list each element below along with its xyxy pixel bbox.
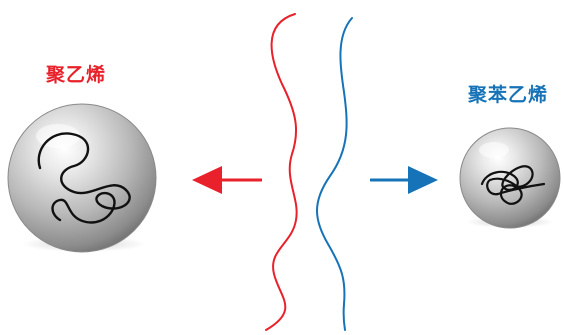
polystyrene-chain (480, 165, 546, 205)
red-wavy-line (265, 13, 298, 331)
right-arrow (370, 166, 438, 194)
blue-wavy-line (316, 17, 353, 331)
polyethylene-chain (37, 132, 131, 224)
polyethylene-sphere (7, 103, 157, 253)
polystyrene-sphere (459, 127, 561, 229)
polystyrene-label: 聚苯乙烯 (468, 84, 549, 106)
polyethylene-label: 聚乙烯 (46, 64, 107, 86)
left-arrow (192, 166, 262, 194)
